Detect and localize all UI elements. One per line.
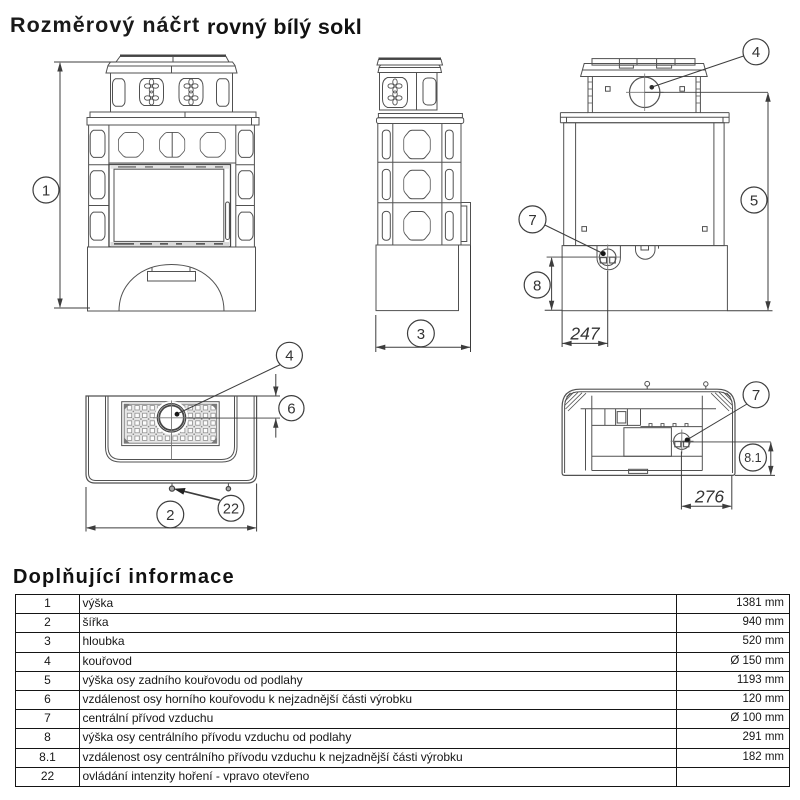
svg-text:4: 4: [285, 348, 293, 365]
svg-text:2: 2: [166, 507, 174, 524]
svg-text:8.1: 8.1: [744, 451, 761, 465]
svg-text:247: 247: [569, 324, 600, 344]
svg-text:6: 6: [287, 401, 295, 418]
svg-text:7: 7: [752, 387, 760, 404]
svg-text:3: 3: [417, 326, 425, 343]
svg-text:276: 276: [694, 487, 724, 507]
svg-text:1: 1: [42, 182, 50, 199]
svg-text:22: 22: [223, 502, 239, 518]
svg-text:5: 5: [750, 192, 758, 209]
svg-text:7: 7: [528, 212, 536, 229]
svg-text:4: 4: [752, 44, 760, 61]
svg-text:8: 8: [533, 277, 541, 294]
